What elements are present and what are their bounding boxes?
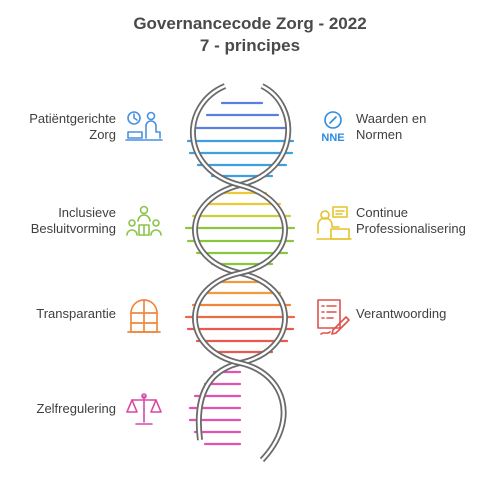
label-continue-professionalisering: Continue Professionalisering [356,205,466,236]
compass-values-icon: NNE [321,111,345,144]
diagram-title-line2: 7 - principes [199,36,301,55]
label-inclusieve-besluitvorming: Inclusieve Besluitvorming [30,205,116,236]
label-waarden-en-normen: Waarden en Normen [356,111,427,142]
diagram-title-line1: Governancecode Zorg - 2022 [133,14,367,33]
label-verantwoording: Verantwoording [356,306,447,321]
label-patientgerichte-zorg: Patiëntgerichte Zorg [29,111,116,142]
label-transparantie: Transparantie [36,306,116,321]
report-sign-icon [317,299,350,335]
professional-icon [316,206,352,240]
group-decision-icon [126,205,162,236]
svg-text:NNE: NNE [321,132,344,144]
label-zelfregulering: Zelfregulering [36,401,117,416]
scales-icon [126,393,162,425]
window-icon [127,299,161,333]
strand-b [190,83,288,463]
patient-care-icon [125,111,163,141]
strand-a [192,83,292,441]
